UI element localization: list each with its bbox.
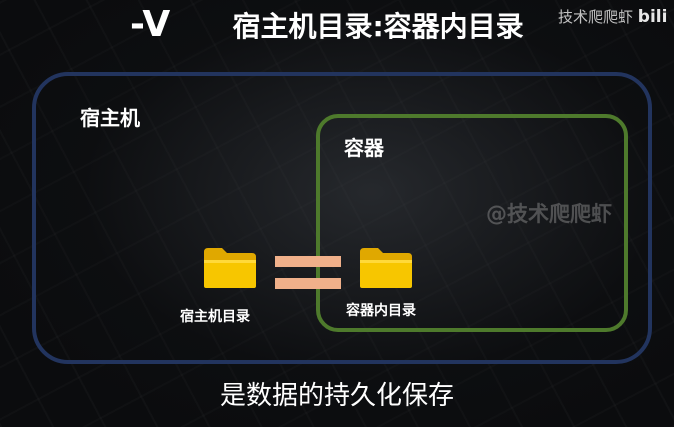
title-text: 宿主机目录:容器内目录 bbox=[232, 10, 524, 43]
volume-flag: -V bbox=[130, 4, 171, 45]
page-title: -V 宿主机目录:容器内目录 bbox=[130, 4, 674, 48]
subtitle-caption: 是数据的持久化保存 bbox=[219, 381, 454, 411]
watermark-author: 技术爬爬虾 bbox=[558, 8, 634, 26]
container-box bbox=[316, 114, 628, 332]
bilibili-logo: bili bbox=[637, 7, 668, 27]
equals-bar-top bbox=[275, 256, 341, 267]
equals-bar-bottom bbox=[275, 278, 341, 289]
container-directory-label: 容器内目录 bbox=[346, 303, 416, 319]
folder-icon bbox=[360, 248, 412, 288]
container-label: 容器 bbox=[344, 136, 384, 160]
equals-sign bbox=[275, 256, 341, 290]
center-watermark: @技术爬爬虾 bbox=[486, 202, 612, 226]
host-machine-box bbox=[32, 72, 652, 364]
host-machine-label: 宿主机 bbox=[80, 106, 140, 130]
channel-watermark: 技术爬爬虾 bili bbox=[558, 6, 667, 27]
folder-icon bbox=[204, 248, 256, 288]
host-directory-label: 宿主机目录 bbox=[180, 309, 250, 325]
